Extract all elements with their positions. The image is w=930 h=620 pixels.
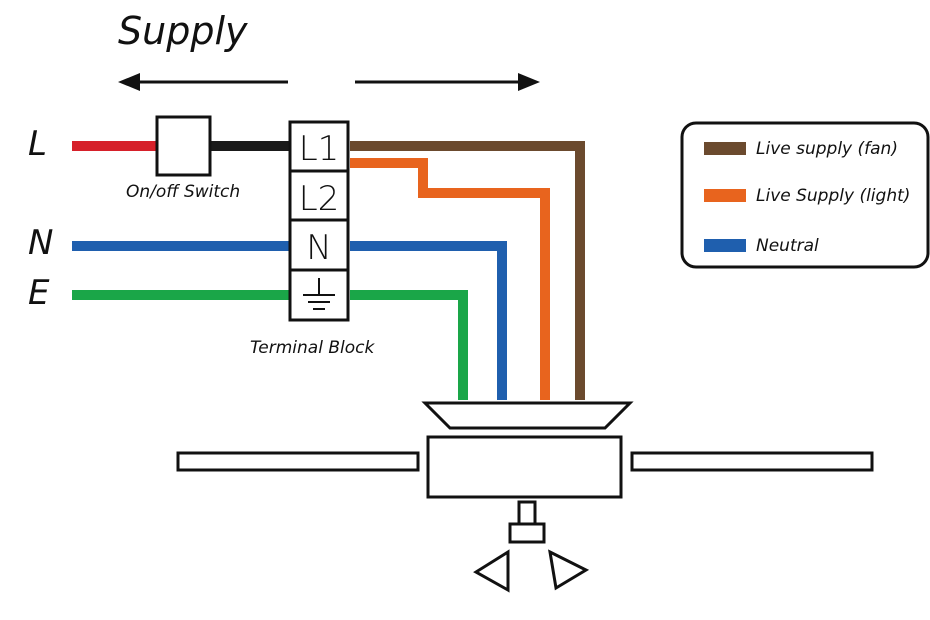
- on-off-switch: [155, 115, 212, 177]
- live-line-label: L: [28, 124, 47, 164]
- light-kit-hub: [508, 522, 546, 544]
- terminal-block: L1 L2 N: [288, 120, 350, 322]
- fan-live-wire: [350, 141, 585, 400]
- legend: Live supply (fan) Live Supply (light) Ne…: [680, 121, 930, 269]
- earth-output-wire: [350, 290, 468, 400]
- legend-swatch-fan: [704, 142, 746, 155]
- light-shade-right-icon: [548, 549, 590, 591]
- legend-box: [680, 121, 930, 269]
- neutral-output-wire: [350, 241, 507, 400]
- light-kit-stem: [517, 500, 537, 526]
- legend-swatch-light: [704, 189, 746, 202]
- light-live-wire: [350, 158, 550, 400]
- supply-arrow-left: [118, 73, 288, 91]
- fan-canopy: [421, 401, 634, 430]
- earth-line-label: E: [28, 273, 50, 313]
- terminal-n: N: [306, 228, 331, 268]
- terminal-l1: L1: [299, 129, 340, 169]
- legend-label-neutral: Neutral: [756, 236, 819, 256]
- fan-blade-left: [176, 451, 420, 472]
- legend-label-light: Live Supply (light): [756, 186, 910, 206]
- fan-blade-right: [630, 451, 874, 472]
- legend-swatch-neutral: [704, 239, 746, 252]
- earth-symbol-icon: [303, 278, 335, 310]
- terminal-block-label: Terminal Block: [250, 338, 375, 358]
- terminal-l2: L2: [299, 179, 340, 219]
- supply-label: Supply: [118, 9, 248, 53]
- light-shade-left-icon: [473, 549, 510, 593]
- neutral-line-label: N: [28, 223, 53, 263]
- switch-label: On/off Switch: [126, 182, 240, 202]
- fan-motor-housing: [426, 435, 623, 499]
- supply-arrow-right: [355, 73, 540, 91]
- legend-label-fan: Live supply (fan): [756, 139, 898, 159]
